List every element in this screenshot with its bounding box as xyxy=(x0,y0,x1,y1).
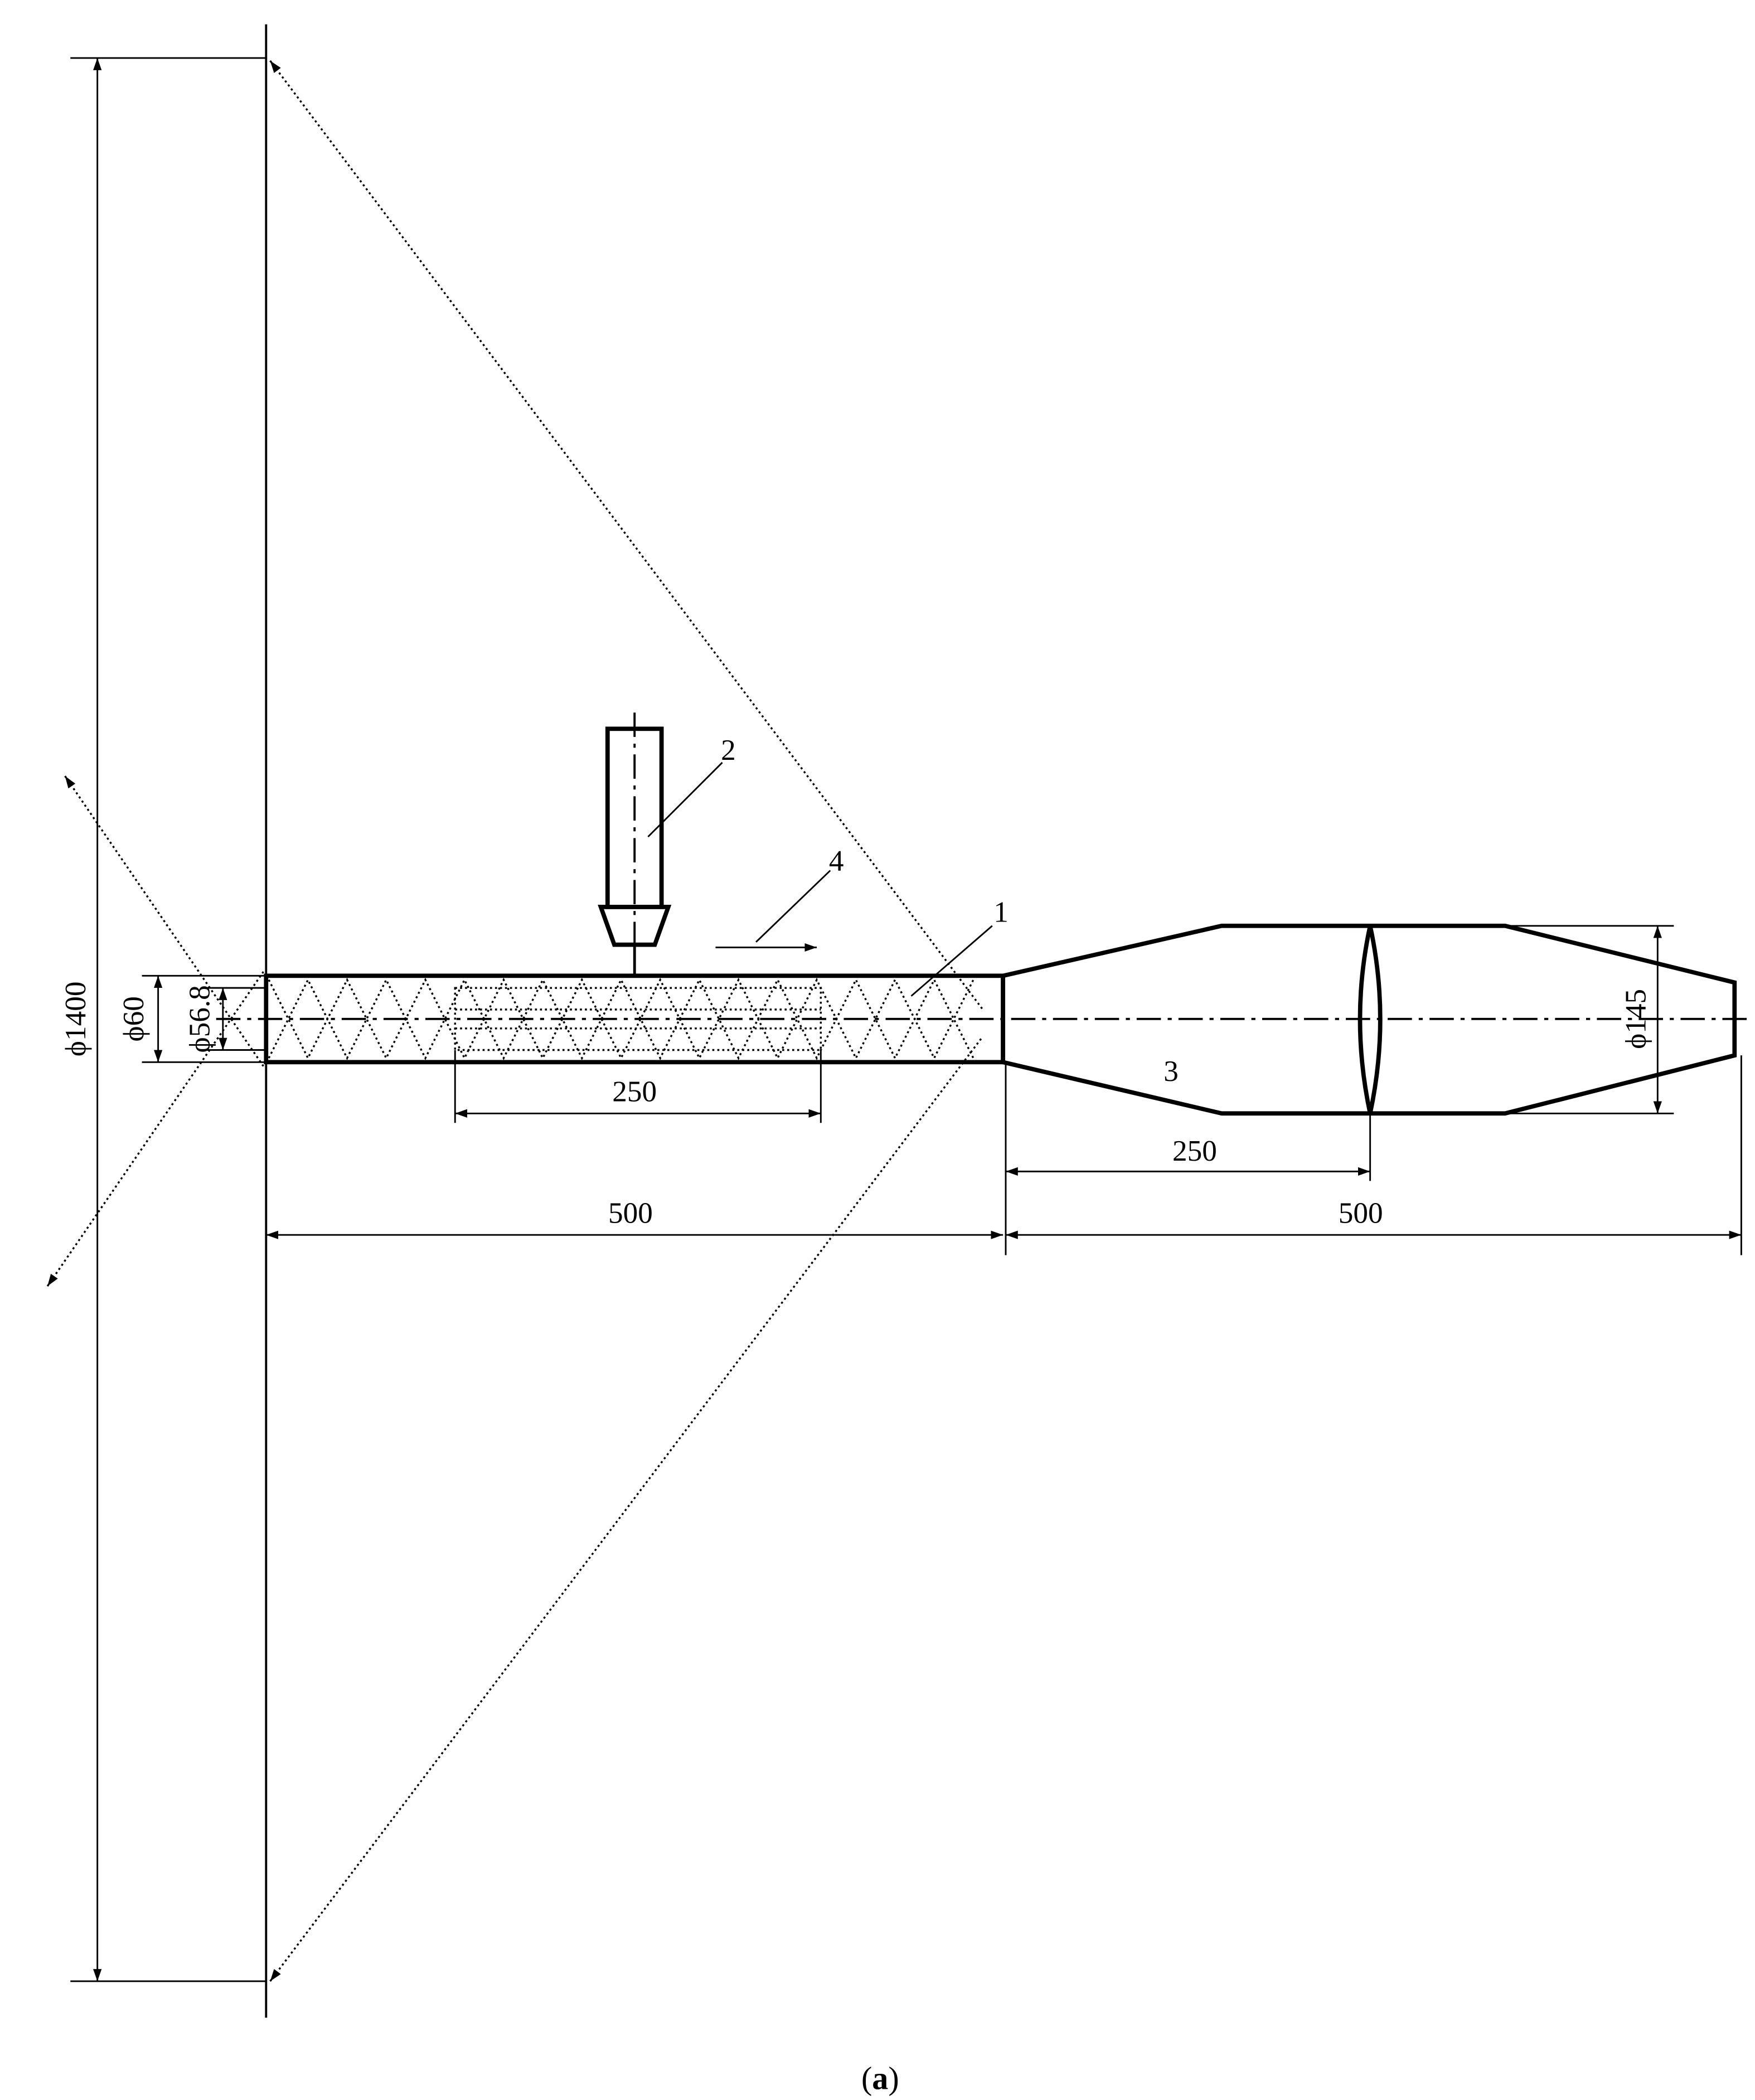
tube-outer-diameter-label: ϕ60 xyxy=(117,996,150,1041)
figure-caption: (a) xyxy=(861,2060,899,2097)
beam-lines xyxy=(46,60,984,1982)
heated-length-label: 250 xyxy=(612,1075,657,1108)
heated-length-dimension: 250 xyxy=(454,1050,822,1123)
optics-diameter-dimension: ϕ145 xyxy=(1505,925,1674,1114)
callout-4: 4 xyxy=(829,845,844,877)
tube-inner-diameter-dimension: ϕ56.8 xyxy=(183,985,266,1053)
lens-position-dimension: 250 xyxy=(1005,1062,1371,1255)
nozzle xyxy=(598,712,672,976)
optics-diameter-label: ϕ145 xyxy=(1620,989,1652,1049)
callout-1: 1 xyxy=(993,896,1009,929)
callout-2: 2 xyxy=(721,734,736,767)
lens-position-label: 250 xyxy=(1172,1134,1217,1167)
screen-diameter-dimension: ϕ1400 xyxy=(59,57,266,1982)
tube-outer-diameter-dimension: ϕ60 xyxy=(117,974,266,1063)
tube-inner-diameter-label: ϕ56.8 xyxy=(183,985,216,1053)
tube-length-label: 500 xyxy=(608,1196,653,1229)
optics-length-dimension: 500 xyxy=(1005,1055,1742,1255)
tube-length-dimension: 500 xyxy=(265,1062,1003,1255)
screen-diameter-label: ϕ1400 xyxy=(59,982,92,1057)
callout-3: 3 xyxy=(1163,1055,1179,1088)
optics-length-label: 500 xyxy=(1339,1196,1383,1229)
